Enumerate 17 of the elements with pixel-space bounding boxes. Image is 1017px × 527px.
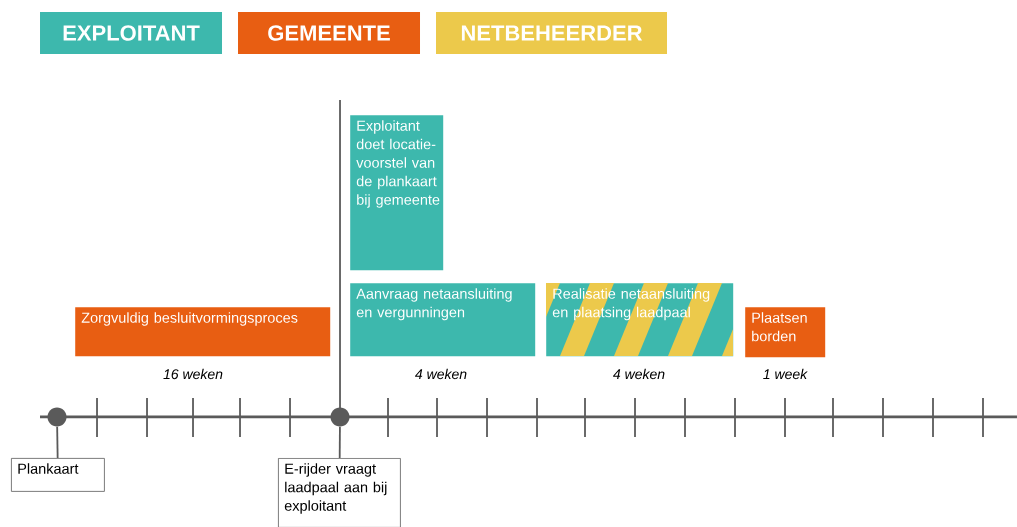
- leader-line: [56, 425, 59, 459]
- legend-item: GEMEENTE: [238, 12, 420, 54]
- label-box: E-rijder vraagt laadpaal aan bij exploitant: [278, 458, 401, 527]
- process-box: Exploitant doet locatie-voorstel van de plankaart bij gemeente: [350, 115, 444, 271]
- timeline-dot: [47, 407, 67, 427]
- legend-item: EXPLOITANT: [40, 12, 222, 54]
- label-box: Plankaart: [11, 458, 105, 492]
- duration-label: 1 week: [763, 368, 808, 380]
- legend-item: NETBEHEERDER: [436, 12, 667, 54]
- duration-label: 4 weken: [415, 368, 467, 380]
- process-box: Aanvraag netaansluiting en vergunningen: [350, 283, 536, 357]
- process-box: Zorgvuldig besluitvormingsproces: [75, 307, 331, 357]
- leader-line: [338, 425, 341, 459]
- process-box: Plaatsen borden: [745, 307, 826, 358]
- duration-label: 4 weken: [613, 368, 665, 380]
- duration-label: 16 weken: [163, 368, 223, 380]
- timeline-dot: [330, 407, 350, 427]
